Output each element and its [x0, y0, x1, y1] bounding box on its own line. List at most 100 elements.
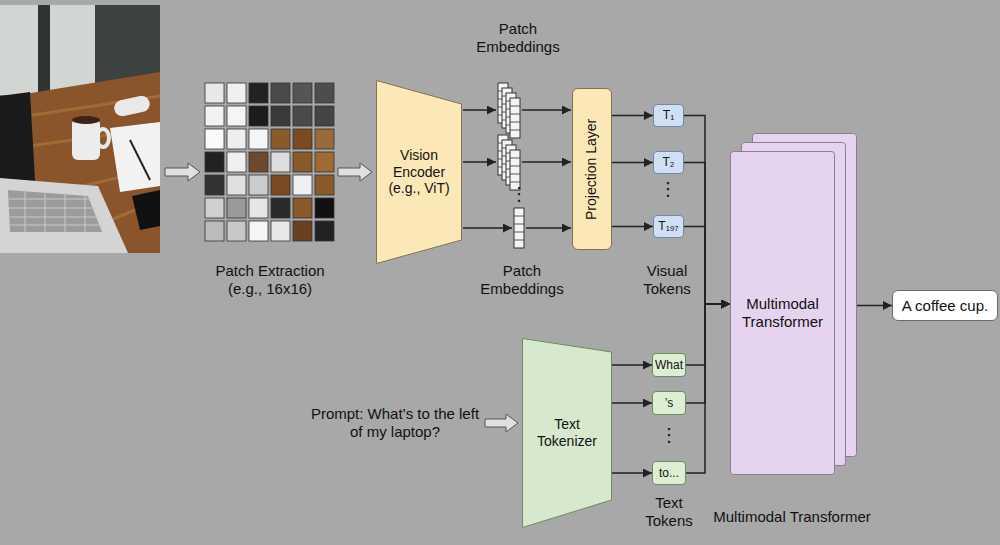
model-name: Multimodal Transformer [734, 295, 831, 331]
photo-paper-roll [113, 94, 152, 117]
merge-connector [686, 304, 730, 473]
image-patch [249, 221, 268, 241]
prompt-text: Prompt: What’s to the left of my laptop? [308, 405, 483, 441]
section-label: Patch Extraction (e.g., 16x16) [200, 262, 340, 298]
photo-background [0, 5, 160, 253]
flow-arrow [612, 472, 652, 474]
image-patch [315, 175, 334, 195]
flow-arrow [612, 364, 652, 366]
image-patch [227, 175, 246, 195]
image-patch [249, 152, 268, 172]
hollow-arrow [165, 163, 200, 181]
image-patch [205, 221, 224, 241]
photo-laptop-base [0, 178, 128, 253]
flow-arrow [463, 109, 496, 111]
tokenizer-trapezoid: Text Tokenizer [522, 338, 612, 528]
photo-cup [72, 118, 100, 160]
merge-connector [684, 227, 730, 305]
transformer-stack: Multimodal Transformer [730, 133, 857, 475]
image-patch [315, 106, 334, 126]
hollow-arrow [338, 163, 372, 181]
image-patch [227, 198, 246, 218]
image-patch [271, 152, 290, 172]
image-patch [271, 106, 290, 126]
node-text-area: Projection Layer [573, 89, 611, 249]
patch-grid [205, 83, 334, 241]
node-text-area: Vision Encoder (e.g., ViT) [376, 80, 462, 264]
hollow-arrow [485, 414, 518, 432]
flow-arrow [463, 227, 512, 229]
token-name: T₁₉₇ [658, 219, 678, 233]
projection-box: Projection Layer [572, 88, 612, 250]
image-patch [249, 129, 268, 149]
embedding-vector [510, 98, 520, 138]
image-patch [205, 198, 224, 218]
node-text-area: T₁ [654, 105, 683, 126]
flow-arrow [612, 115, 653, 117]
merge-connector [686, 304, 730, 403]
node-text-area: ’s [653, 392, 685, 414]
image-patch [205, 152, 224, 172]
photo-desk [0, 72, 160, 253]
image-patch [293, 129, 312, 149]
ellipsis-mark: ⋮ [507, 184, 531, 206]
image-patch [271, 175, 290, 195]
image-patch [271, 221, 290, 241]
photo-pen [130, 140, 150, 180]
photo-window-frame [38, 5, 50, 95]
image-patch [205, 175, 224, 195]
embedding-vector [514, 208, 524, 248]
image-patch [293, 152, 312, 172]
photo-coffee [72, 116, 100, 124]
merge-connector [684, 163, 730, 305]
visual-token: T₂ [653, 151, 684, 174]
flow-arrow [612, 226, 653, 228]
image-patch [249, 175, 268, 195]
encoder-name: Vision Encoder (e.g., ViT) [380, 147, 458, 197]
image-patch [293, 198, 312, 218]
token-text: What [655, 358, 683, 372]
photo-phone [132, 190, 160, 230]
image-patch [249, 198, 268, 218]
image-patch [249, 83, 268, 103]
flow-arrow [522, 109, 571, 111]
layer-name: Projection Layer [584, 118, 601, 219]
image-patch [205, 83, 224, 103]
section-label: Visual Tokens [632, 262, 702, 298]
image-patch [315, 129, 334, 149]
flow-arrow [612, 402, 652, 404]
flow-arrow [463, 161, 496, 163]
photo-notepad [110, 122, 160, 192]
node-text-area: to... [653, 462, 685, 484]
section-label: Text Tokens [639, 494, 699, 530]
image-patch [271, 198, 290, 218]
visual-token: T₁₉₇ [653, 215, 684, 238]
image-patch [227, 129, 246, 149]
section-label: Patch Embeddings [475, 262, 570, 298]
input-photo [0, 5, 160, 253]
section-label: Patch Embeddings [471, 20, 566, 56]
token-text: ’s [665, 396, 673, 410]
flow-arrow [526, 227, 571, 229]
image-patch [315, 152, 334, 172]
token-name: T₂ [663, 155, 675, 169]
merge-connector [684, 116, 730, 305]
image-patch [271, 129, 290, 149]
trapezoid-shape [377, 81, 462, 264]
image-patch [271, 83, 290, 103]
ellipsis-mark: ⋮ [657, 425, 681, 447]
flow-arrow [522, 161, 571, 163]
image-patch [293, 106, 312, 126]
text-token: to... [652, 461, 686, 485]
section-label: Multimodal Transformer [682, 508, 902, 526]
image-patch [227, 152, 246, 172]
image-patch [227, 83, 246, 103]
image-patch [293, 175, 312, 195]
transformer-layer [731, 152, 835, 475]
image-patch [315, 83, 334, 103]
node-text-area: T₁₉₇ [654, 216, 683, 237]
node-text-area: Text Tokenizer [522, 338, 612, 528]
image-patch [315, 221, 334, 241]
tokenizer-name: Text Tokenizer [526, 416, 608, 450]
image-patch [205, 106, 224, 126]
